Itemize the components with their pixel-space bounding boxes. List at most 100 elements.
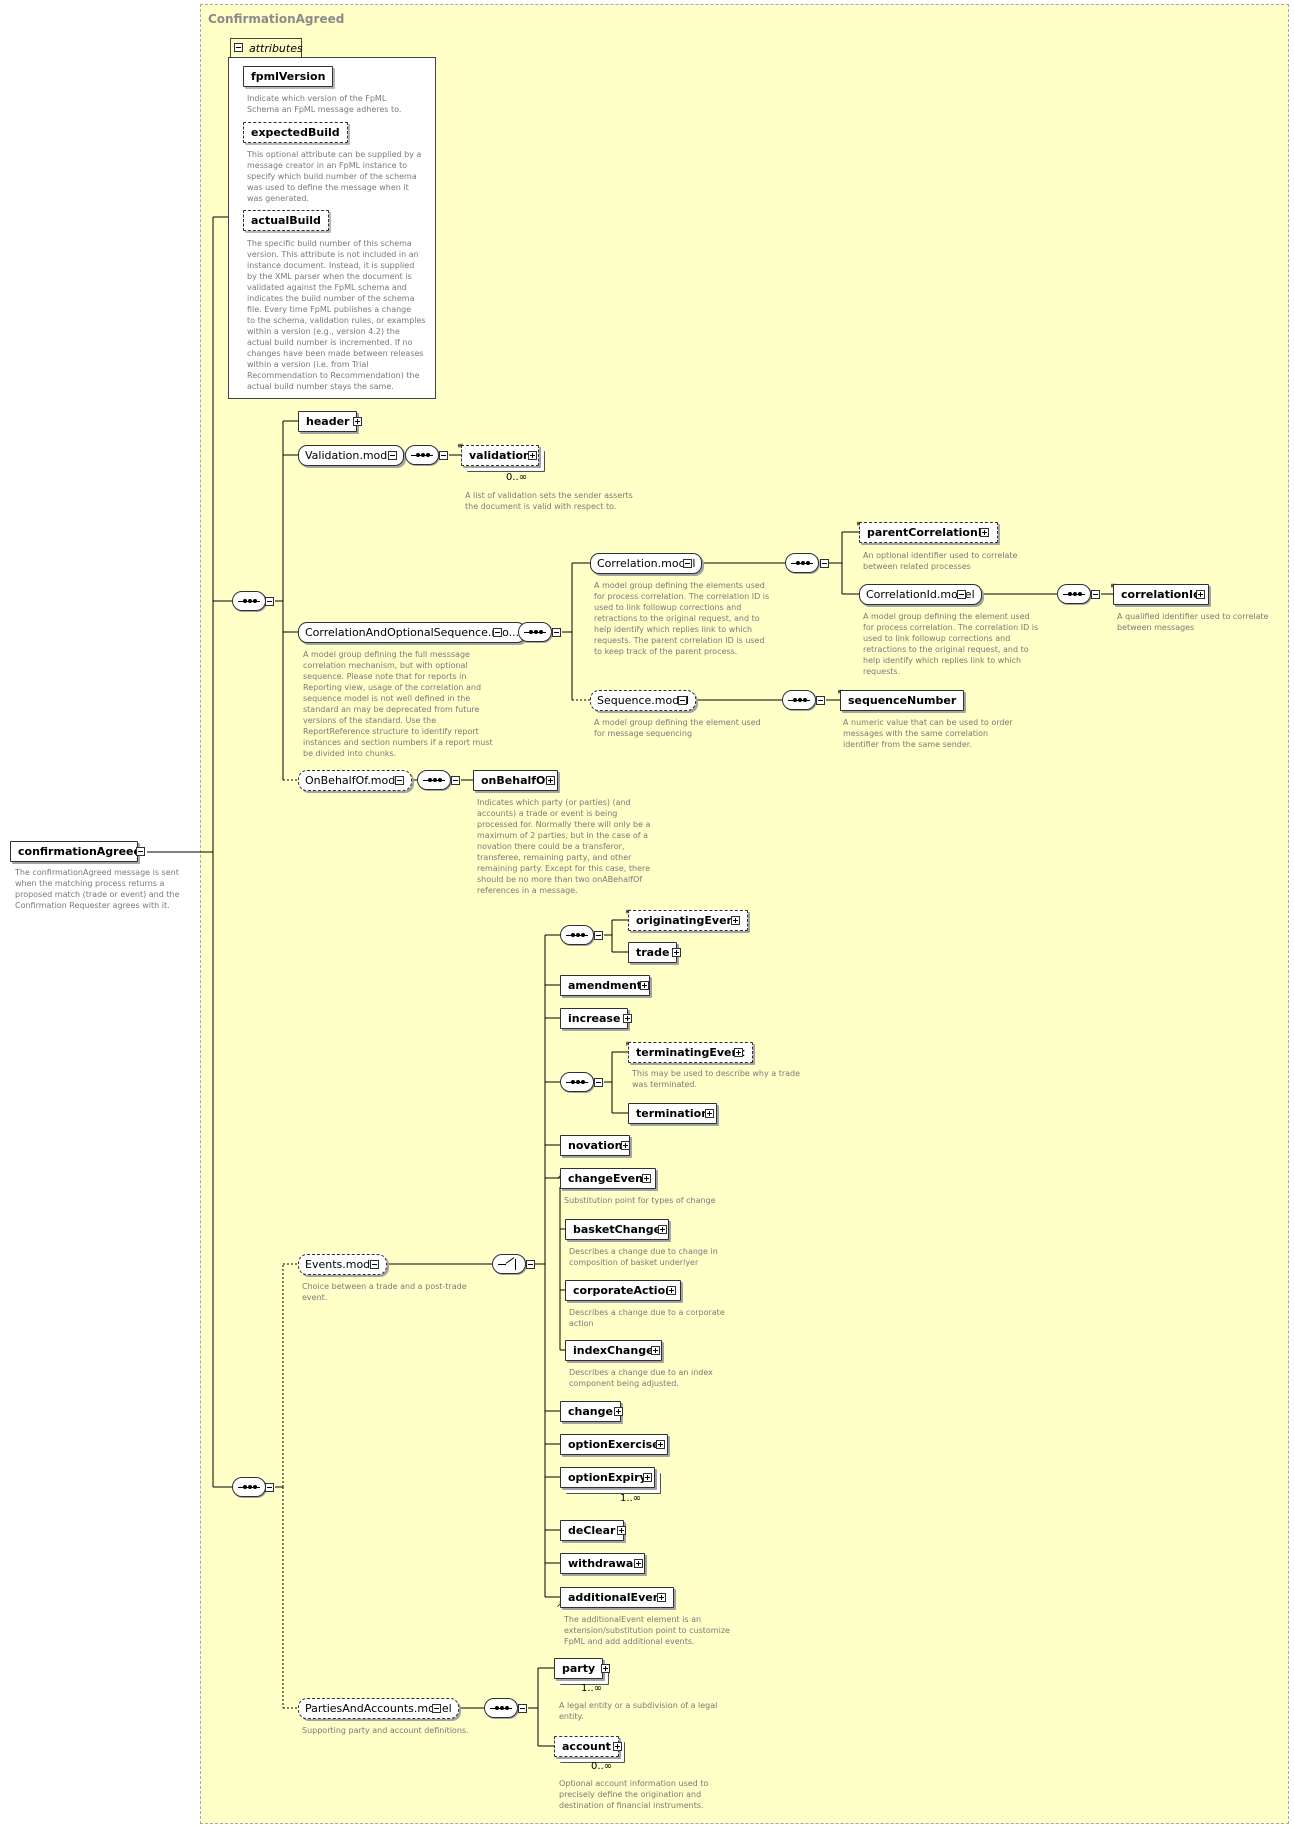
expand-icon[interactable]: [1196, 590, 1205, 599]
root-element-confirmation-agreed[interactable]: confirmationAgreed: [10, 841, 142, 862]
substitution-icon: ↗: [556, 1172, 564, 1182]
expand-icon[interactable]: [731, 916, 740, 925]
element-option-expiry[interactable]: optionExpiry: [560, 1467, 655, 1488]
expand-icon[interactable]: [634, 1559, 643, 1568]
expand-icon[interactable]: [623, 1014, 632, 1023]
attributes-tab[interactable]: attributes: [230, 38, 303, 58]
expand-icon[interactable]: [672, 948, 681, 957]
element-increase[interactable]: increase: [560, 1008, 629, 1029]
group-on-behalf-of-model[interactable]: OnBehalfOf.model: [298, 770, 413, 791]
element-index-change[interactable]: indexChange: [565, 1340, 662, 1361]
collapse-icon[interactable]: [388, 451, 397, 460]
element-amendment[interactable]: amendment: [560, 975, 651, 996]
collapse-icon[interactable]: [518, 1704, 527, 1713]
element-sequence-number[interactable]: sequenceNumber: [840, 690, 965, 711]
group-correlation-model[interactable]: Correlation.model: [590, 553, 703, 574]
collapse-icon[interactable]: [439, 451, 448, 460]
element-originating-event[interactable]: originatingEvent: [628, 910, 748, 931]
sequence-compositor[interactable]: [232, 1477, 266, 1497]
element-withdrawal[interactable]: withdrawal: [560, 1553, 646, 1574]
element-novation[interactable]: novation: [560, 1135, 631, 1156]
expand-icon[interactable]: [642, 1174, 651, 1183]
sequence-compositor[interactable]: [785, 553, 819, 573]
root-element-label: confirmationAgreed: [18, 845, 142, 858]
expand-icon[interactable]: [643, 1473, 652, 1482]
collapse-icon[interactable]: [820, 559, 829, 568]
expand-icon[interactable]: [528, 451, 537, 460]
sequence-compositor[interactable]: [405, 445, 439, 465]
element-header[interactable]: header: [298, 411, 358, 432]
group-events-model[interactable]: Events.model: [298, 1254, 387, 1275]
collapse-icon[interactable]: [957, 590, 966, 599]
sequence-compositor[interactable]: [484, 1698, 518, 1718]
group-parties-and-accounts-model[interactable]: PartiesAndAccounts.model: [298, 1698, 459, 1719]
collapse-icon[interactable]: [493, 628, 502, 637]
expand-icon[interactable]: [601, 1664, 610, 1673]
element-party[interactable]: party: [554, 1658, 604, 1679]
collapse-icon[interactable]: [594, 1078, 603, 1087]
collapse-icon[interactable]: [678, 696, 687, 705]
collapse-icon[interactable]: [136, 847, 145, 856]
expand-icon[interactable]: [734, 1048, 743, 1057]
element-change[interactable]: change: [560, 1401, 621, 1422]
group-validation-model[interactable]: Validation.model: [298, 445, 405, 466]
element-correlation-id[interactable]: correlationId: [1113, 584, 1209, 605]
collapse-icon[interactable]: [395, 776, 404, 785]
element-trade[interactable]: trade: [628, 942, 678, 963]
sequence-compositor[interactable]: [232, 591, 266, 611]
expand-icon[interactable]: [705, 1109, 714, 1118]
attributes-label: attributes: [249, 42, 303, 55]
attr-fpml-version[interactable]: fpmlVersion: [243, 66, 334, 87]
attr-expected-build[interactable]: expectedBuild: [243, 122, 348, 143]
collapse-icon[interactable]: [451, 776, 460, 785]
element-termination[interactable]: termination: [628, 1103, 718, 1124]
expand-icon[interactable]: [546, 776, 555, 785]
group-correlation-and-optional-sequence-model[interactable]: CorrelationAndOptionalSequence.mo...: [298, 622, 527, 643]
expand-icon[interactable]: [657, 1593, 666, 1602]
element-option-exercise[interactable]: optionExercise: [560, 1434, 668, 1455]
expand-icon[interactable]: [621, 1141, 630, 1150]
expand-icon[interactable]: [667, 1286, 676, 1295]
collapse-icon[interactable]: [1091, 590, 1100, 599]
collapse-icon[interactable]: [552, 628, 561, 637]
collapse-icon[interactable]: [265, 1483, 274, 1492]
element-parent-correlation-id[interactable]: parentCorrelationId: [859, 522, 998, 543]
element-validation[interactable]: validation: [461, 445, 539, 466]
sequence-compositor[interactable]: [1057, 584, 1091, 604]
element-on-behalf-of[interactable]: onBehalfOf: [473, 770, 559, 791]
group-correlation-id-model[interactable]: CorrelationId.model: [859, 584, 982, 605]
choice-compositor[interactable]: [492, 1254, 526, 1274]
element-account[interactable]: account: [554, 1736, 619, 1757]
sequence-compositor[interactable]: [417, 770, 451, 790]
element-corporate-action[interactable]: corporateAction: [565, 1280, 681, 1301]
sequence-compositor[interactable]: [518, 622, 552, 642]
collapse-icon[interactable]: [370, 1260, 379, 1269]
expand-icon[interactable]: [656, 1440, 665, 1449]
expand-icon[interactable]: [613, 1742, 622, 1751]
element-terminating-event[interactable]: terminatingEvent: [628, 1042, 753, 1063]
expand-icon[interactable]: [353, 417, 362, 426]
group-sequence-model[interactable]: Sequence.model: [590, 690, 697, 711]
expand-icon[interactable]: [651, 1346, 660, 1355]
sequence-compositor[interactable]: [560, 1072, 594, 1092]
expand-icon[interactable]: [617, 1526, 626, 1535]
sequence-compositor[interactable]: [782, 690, 816, 710]
expand-icon[interactable]: [614, 1407, 623, 1416]
element-additional-event[interactable]: additionalEvent: [560, 1587, 674, 1608]
collapse-icon[interactable]: [432, 1704, 441, 1713]
sequence-compositor[interactable]: [560, 925, 594, 945]
expand-icon[interactable]: [658, 1225, 667, 1234]
collapse-icon[interactable]: [526, 1260, 535, 1269]
occurrence-validation: 0..∞: [506, 472, 528, 483]
element-de-clear[interactable]: deClear: [560, 1520, 624, 1541]
collapse-icon[interactable]: [683, 559, 692, 568]
collapse-icon[interactable]: [594, 931, 603, 940]
element-basket-change[interactable]: basketChange: [565, 1219, 670, 1240]
attr-actual-build[interactable]: actualBuild: [243, 210, 329, 231]
element-change-event[interactable]: changeEvent: [560, 1168, 657, 1189]
expand-icon[interactable]: [980, 528, 989, 537]
expand-icon[interactable]: [640, 981, 649, 990]
collapse-icon[interactable]: [816, 696, 825, 705]
collapse-icon[interactable]: [234, 43, 243, 52]
collapse-icon[interactable]: [265, 597, 274, 606]
